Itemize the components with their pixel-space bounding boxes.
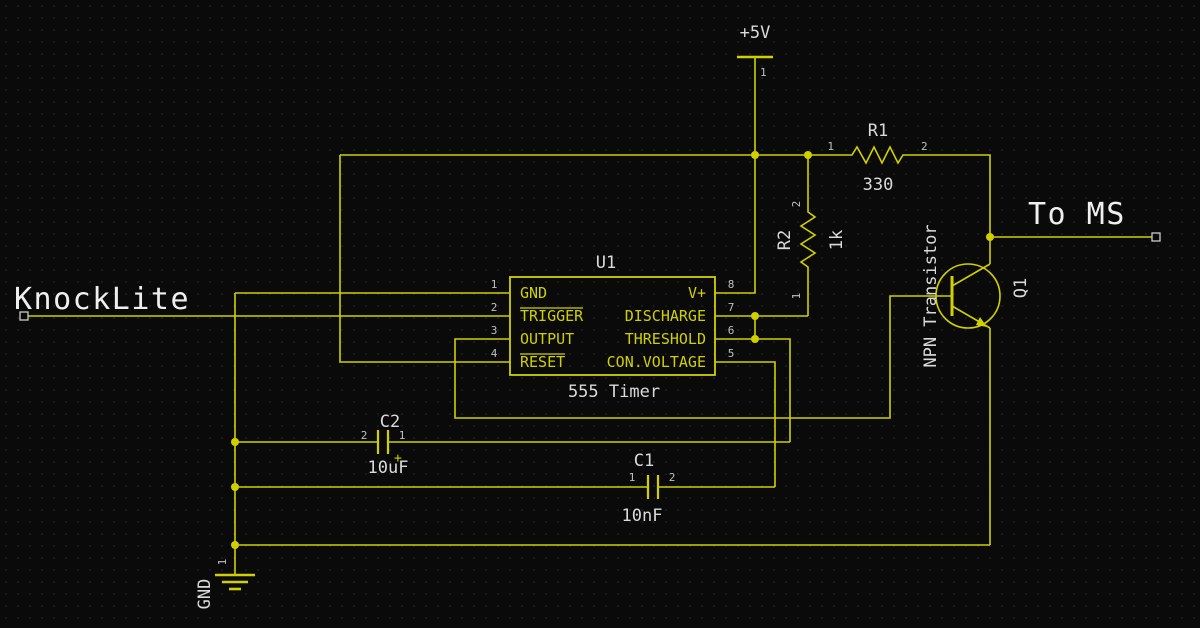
c1-pin2-number: 2 — [669, 471, 676, 484]
u1-pin1-number: 1 — [491, 278, 498, 291]
gnd-symbol: GND 1 — [195, 559, 255, 610]
knocklite-terminal — [19, 311, 29, 321]
transistor-q1-body — [935, 263, 1001, 329]
gnd-pin-number: 1 — [216, 559, 229, 566]
q1-value: NPN Transistor — [921, 224, 941, 367]
wire-threshold-to-c2 — [745, 338, 791, 442]
c1-value: 10nF — [622, 506, 663, 526]
junction-dot — [751, 312, 759, 320]
wire-r1-to-collector — [915, 154, 991, 264]
resistor-r1: R1 330 1 2 — [827, 121, 927, 195]
junction-dot — [804, 151, 812, 159]
vcc-label: +5V — [740, 23, 771, 43]
q1-collector-lead — [951, 263, 991, 287]
r2-reference: R2 — [775, 230, 795, 250]
q1-emitter-arrow — [976, 317, 987, 327]
u1-value: 555 Timer — [568, 382, 660, 402]
capacitor-c1: C1 10nF 1 2 — [622, 451, 676, 526]
u1-pin-name-vplus: V+ — [688, 284, 706, 302]
wire-vplus-to-vcc — [745, 155, 756, 294]
junction-dot — [986, 233, 994, 241]
c2-value: 10uF — [368, 458, 409, 478]
u1-pin-name-trigger: TRIGGER — [520, 307, 584, 325]
c2-pin2-number: 2 — [361, 429, 368, 442]
u1-pin-name-threshold: THRESHOLD — [625, 330, 706, 348]
resistor-r2: R2 1k 2 1 — [775, 155, 847, 316]
junction-dot — [231, 541, 239, 549]
u1-pin8-number: 8 — [728, 278, 735, 291]
junction-dot — [751, 335, 759, 343]
junction-dot — [751, 151, 759, 159]
q1-reference: Q1 — [1011, 278, 1031, 298]
junction-dot — [231, 483, 239, 491]
ic-u1-body — [509, 276, 716, 376]
u1-pin-name-reset: RESET — [520, 353, 565, 371]
capacitor-c2: + C2 10uF 2 1 — [361, 412, 409, 478]
u1-reference: U1 — [596, 253, 616, 273]
r2-value: 1k — [827, 230, 847, 250]
r2-pin2-number: 2 — [790, 201, 803, 208]
net-label-knocklite: KnockLite — [14, 282, 190, 317]
u1-pin-name-output: OUTPUT — [520, 330, 574, 348]
c2-polarity-mark: + — [394, 451, 402, 466]
u1-pin6-number: 6 — [728, 324, 735, 337]
u1-pin-name-gnd: GND — [520, 284, 547, 302]
transistor-q1: Q1 NPN Transistor — [921, 224, 1031, 367]
junction-dot — [231, 438, 239, 446]
wire-convoltage-to-c1 — [745, 361, 776, 487]
u1-pin3-number: 3 — [491, 324, 498, 337]
c2-reference: C2 — [380, 412, 400, 432]
r1-pin1-number: 1 — [827, 140, 834, 153]
u1-pin2-number: 2 — [491, 301, 498, 314]
gnd-label: GND — [195, 579, 215, 610]
c1-pin1-number: 1 — [629, 471, 636, 484]
u1-pin4-number: 4 — [491, 347, 498, 360]
to-ms-terminal — [1151, 232, 1161, 242]
c2-pin1-number: 1 — [399, 429, 406, 442]
u1-pin-name-discharge: DISCHARGE — [625, 307, 706, 325]
resistor-r2-body — [799, 155, 817, 316]
vcc-pin-number: 1 — [760, 66, 767, 79]
r1-value: 330 — [863, 175, 894, 195]
wire-reset-to-vcc — [339, 155, 480, 363]
r1-reference: R1 — [868, 121, 888, 141]
r1-pin2-number: 2 — [921, 140, 928, 153]
wire-output-to-base — [454, 295, 952, 419]
u1-pin5-number: 5 — [728, 347, 735, 360]
r2-pin1-number: 1 — [790, 293, 803, 300]
u1-pin7-number: 7 — [728, 301, 735, 314]
c1-reference: C1 — [634, 451, 654, 471]
net-label-to-ms: To MS — [1028, 197, 1126, 232]
resistor-r1-body — [840, 145, 915, 165]
u1-pin-name-convoltage: CON.VOLTAGE — [607, 353, 706, 371]
